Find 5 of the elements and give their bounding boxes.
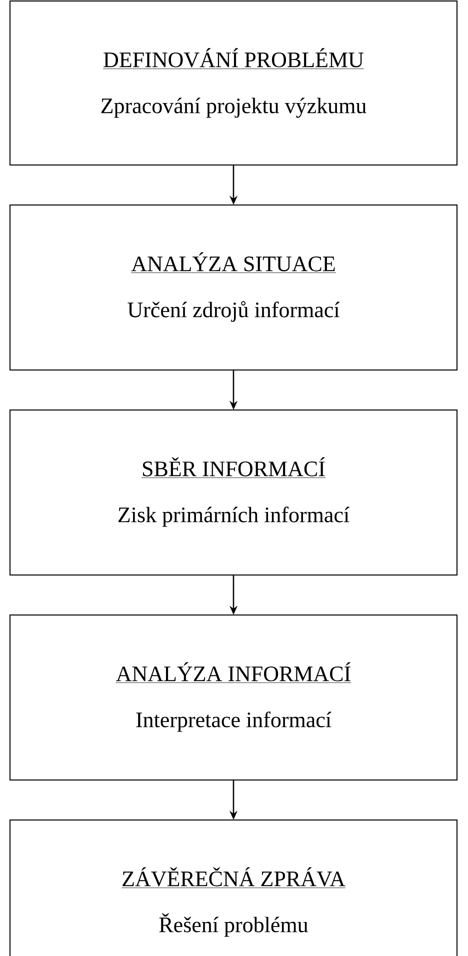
process-box: ANALÝZA INFORMACÍ Interpretace informací (10, 614, 458, 780)
process-box: ZÁVĚREČNÁ ZPRÁVA Řešení problému (10, 820, 458, 956)
process-box: DEFINOVÁNÍ PROBLÉMU Zpracování projektu výzkumu (10, 0, 458, 166)
process-box: ANALÝZA SITUACE Určení zdrojů informací (10, 204, 458, 370)
process-box: SBĚR INFORMACÍ Zisk primárních informací (10, 410, 458, 576)
